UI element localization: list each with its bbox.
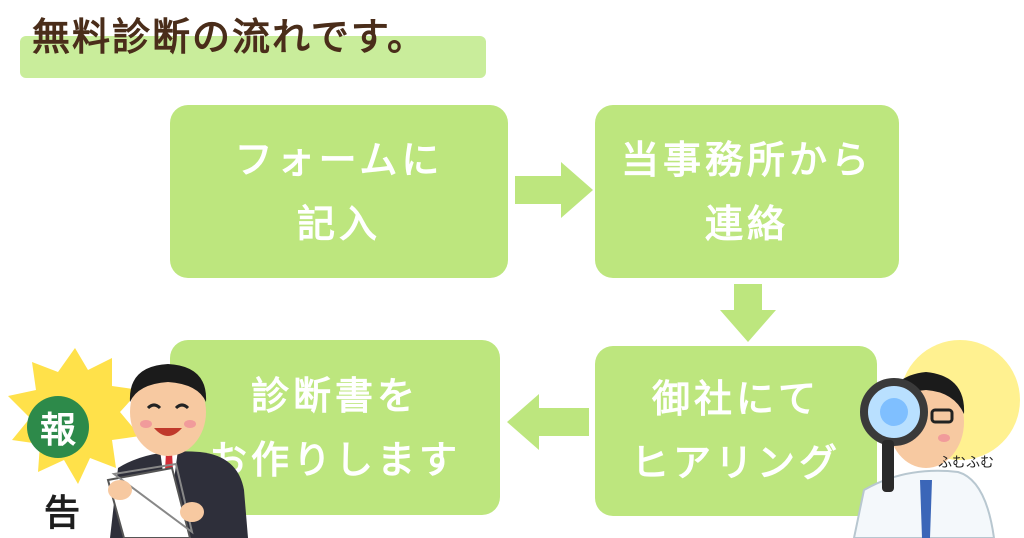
title-highlight-bar [20, 36, 486, 78]
step-label-line: 御社にて [651, 377, 820, 421]
step-box-hearing: 御社にて ヒアリング [595, 346, 877, 516]
step-box-office-contact: 当事務所から 連絡 [595, 105, 899, 278]
step-box-form-entry: フォームに 記入 [170, 105, 508, 278]
report-badge-char: 告 [44, 493, 81, 534]
arrow-down-icon [720, 284, 776, 342]
report-badge: 報 [27, 396, 89, 458]
step-label-line: お作りします [208, 437, 461, 482]
step-label-line: ヒアリング [630, 441, 841, 485]
step-label-line: 連絡 [704, 201, 789, 246]
step-label-line: 記入 [296, 201, 381, 246]
report-badge-char: 報 [39, 410, 76, 451]
step-label-line: 当事務所から [620, 137, 873, 182]
step-label-line: フォームに [234, 137, 444, 182]
arrow-right-icon [515, 162, 593, 218]
arrow-left-icon [507, 394, 589, 450]
fumu-caption: ふむふむ [938, 455, 994, 471]
page-title: 無料診断の流れです。 [32, 15, 428, 59]
step-label-line: 診断書を [250, 373, 419, 418]
doctor-magnifier-illustration [852, 340, 1020, 538]
